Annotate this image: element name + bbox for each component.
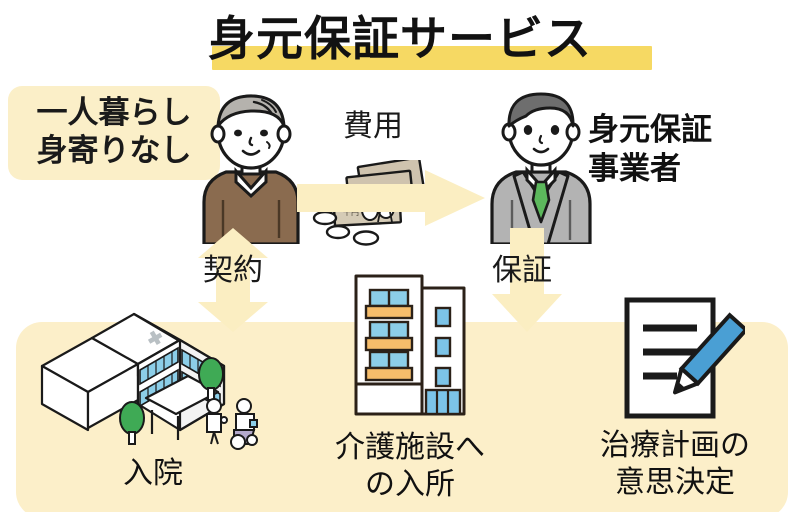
care-facility-caption-line1: 介護施設へ [335, 430, 485, 465]
right-label-line2: 事業者 [588, 151, 681, 187]
title-highlight-bar [212, 46, 652, 70]
fee-label: 費用 [343, 109, 403, 144]
service-item-care-facility: 介護施設へ の入所 [300, 266, 520, 503]
business-operator-icon [482, 82, 600, 246]
document-with-pencil-icon [605, 296, 749, 426]
care-facility-caption-line2: の入所 [365, 466, 455, 502]
page-title: 身元保証サービス [0, 6, 800, 72]
hospital-caption: 入院 [123, 456, 183, 491]
elderly-person-icon [192, 82, 310, 246]
right-label-line1: 身元保証 [588, 112, 712, 149]
fee-arrow [297, 170, 485, 226]
treatment-plan-caption-line1: 治療計画の [600, 428, 750, 463]
left-label-line2: 身寄りなし [36, 133, 192, 169]
treatment-plan-caption: 治療計画の 意思決定 [600, 428, 750, 501]
contract-arrow [198, 228, 268, 332]
care-facility-caption: 介護施設へ の入所 [335, 430, 485, 503]
hospital-building-icon [28, 300, 278, 454]
contract-label: 契約 [203, 253, 263, 288]
treatment-plan-caption-line2: 意思決定 [615, 464, 735, 500]
care-facility-building-icon [340, 266, 480, 428]
guarantee-label: 保証 [492, 253, 552, 288]
service-item-hospital: 入院 [28, 300, 278, 492]
left-label-line1: 一人暮らし [36, 95, 192, 132]
left-label-box: 一人暮らし 身寄りなし [8, 86, 220, 180]
service-item-treatment-plan: 治療計画の 意思決定 [570, 296, 780, 501]
guarantee-arrow [492, 228, 562, 332]
right-label-box: 身元保証 事業者 [588, 104, 798, 196]
title-text: 身元保証サービス [208, 11, 592, 67]
